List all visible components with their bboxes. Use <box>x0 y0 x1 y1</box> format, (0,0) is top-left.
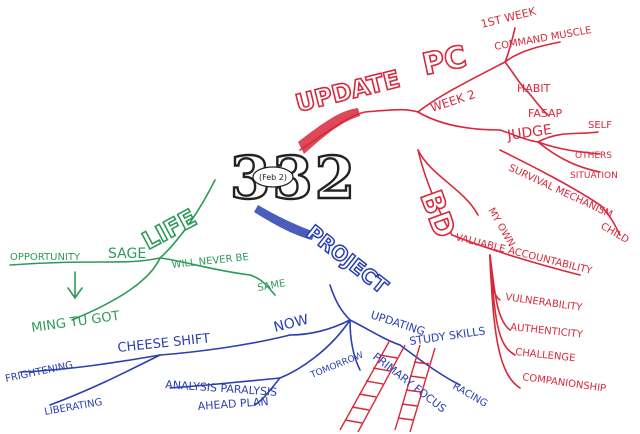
ming-to-got-label: MING TU GOT <box>30 309 120 336</box>
bd-title: BD <box>412 186 461 243</box>
habit-label: HABIT <box>517 82 551 95</box>
challenge-label: CHALLENGE <box>515 347 576 364</box>
vulnerability-label: VULNERABILITY <box>505 292 584 314</box>
ahead-plan-label: AHEAD PLAN <box>197 395 269 413</box>
liberating-label: LIBERATING <box>44 397 104 418</box>
project-title: PROJECT <box>302 220 393 299</box>
fasap-label: FASAP <box>528 107 563 120</box>
red-branches <box>299 27 621 389</box>
center-node: 332 (Feb 2) <box>229 143 357 213</box>
green-branches <box>9 179 276 321</box>
ladder-right <box>394 344 436 433</box>
life-title: LIFE <box>138 204 201 255</box>
judge-label: JUDGE <box>505 122 553 144</box>
racing-label: RACING <box>451 381 490 410</box>
companionship-label: COMPANIONSHIP <box>522 372 607 395</box>
center-note-bubble <box>252 166 294 188</box>
center-note: (Feb 2) <box>259 173 287 182</box>
authenticity-label: AUTHENTICITY <box>510 322 584 341</box>
now-label: NOW <box>272 312 310 336</box>
first-week-label: 1ST WEEK <box>480 5 538 31</box>
others-label: OTHERS <box>575 151 612 161</box>
blue-branches <box>19 284 461 406</box>
frightening-label: FRIGHTENING <box>4 360 74 385</box>
opportunity-label: OPPORTUNITY <box>10 252 81 263</box>
command-muscle-label: COMMAND MUSCLE <box>494 25 593 53</box>
situation-label: SITUATION <box>570 171 618 181</box>
valuable-accountability-label: VALUABLE ACCOUNTABILITY <box>454 232 594 277</box>
pc-title: PC <box>419 39 469 82</box>
same-label: SAME <box>257 278 287 294</box>
sage-label: SAGE <box>108 246 146 262</box>
self-label: SELF <box>588 120 612 131</box>
week2-label: WEEK 2 <box>429 87 477 115</box>
ladder-left <box>339 339 406 433</box>
blue-wedge <box>254 205 315 240</box>
red-wedge <box>298 108 360 154</box>
center-number: 332 <box>230 144 357 212</box>
